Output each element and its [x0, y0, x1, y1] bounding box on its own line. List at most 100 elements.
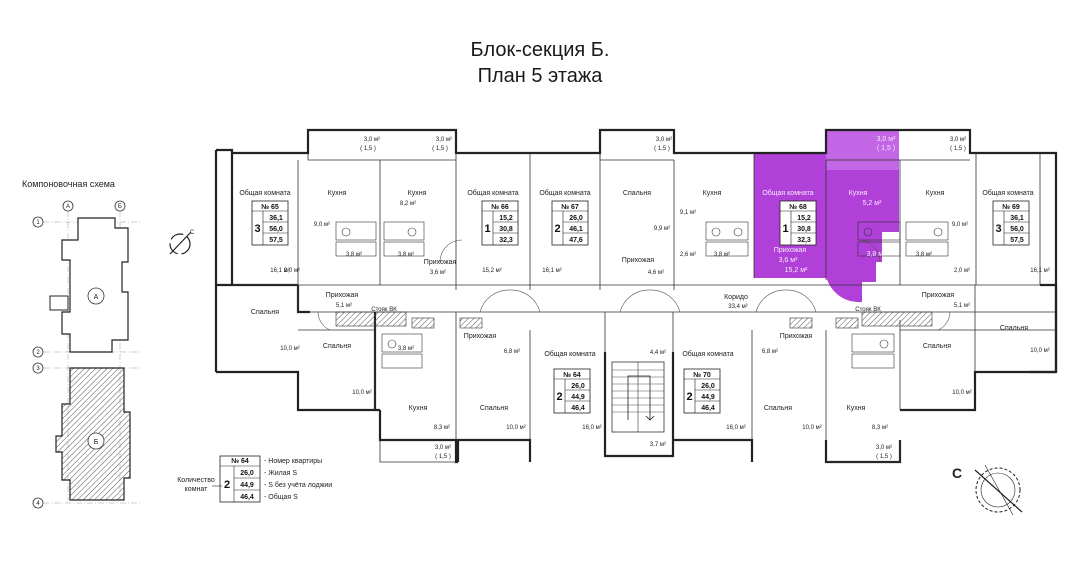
scheme-axis-1: 1: [36, 220, 40, 226]
apartment-living-area: 26,0: [701, 383, 715, 390]
balcony-coef: ( 1,5 ): [950, 146, 966, 152]
small-area: 3,8 м²: [867, 251, 886, 258]
small-area: 4,4 м²: [650, 350, 666, 356]
room-area: 10,0 м²: [352, 390, 371, 396]
room-name: Общая комната: [544, 350, 595, 358]
apartment-total-area: 32,3: [797, 237, 811, 244]
compass-large-icon: С: [952, 464, 1023, 516]
hall-labels: Прихожая Прихожая Прихожая Прихожая Прих…: [326, 247, 955, 340]
room-area: 8,3 м²: [434, 425, 450, 431]
scheme-axis-a: А: [66, 204, 70, 210]
legend-no-desc: - Номер квартиры: [264, 458, 322, 465]
riser-label: Стояк ВК: [371, 307, 397, 313]
room-area: 16,1 м²: [542, 268, 561, 274]
balcony-area: 3,0 м²: [950, 137, 966, 143]
room-name: Спальня: [764, 405, 792, 412]
apartment-area-no-loggia: 30,8: [797, 226, 811, 233]
balcony-coef: ( 1,5 ): [654, 146, 670, 152]
room-name: Спальня: [480, 405, 508, 412]
balcony-area: 3,0 м²: [364, 137, 380, 143]
apartment-room-count: 3: [254, 223, 260, 235]
apartment-total-area: 57,5: [269, 237, 283, 244]
scheme-axis-3: 3: [36, 366, 40, 372]
apartment-area-no-loggia: 44,9: [701, 394, 715, 401]
small-area: 3,8 м²: [346, 252, 362, 258]
small-area: 2,0 м²: [284, 268, 300, 274]
apartment-room-count: 2: [554, 223, 560, 235]
apartment-living-area: 15,2: [499, 215, 513, 222]
apartment-area-no-loggia: 56,0: [1010, 226, 1024, 233]
small-area: 3,8 м²: [398, 346, 414, 352]
room-area: 8,3 м²: [872, 425, 888, 431]
room-area: 16,0 м²: [582, 425, 601, 431]
small-area: 5,1 м²: [336, 303, 352, 309]
room-name: Кухня: [409, 405, 428, 412]
apartment-room-count: 1: [782, 223, 788, 235]
room-area: 16,0 м²: [726, 425, 745, 431]
scheme-section-a: А: [94, 294, 99, 301]
apartment-number: № 69: [1002, 203, 1020, 211]
apartment-number: № 70: [693, 371, 711, 379]
room-area: 10,0 м²: [1030, 348, 1049, 354]
small-area: 6,8 м²: [762, 349, 778, 355]
apartment-total-area: 57,5: [1010, 237, 1024, 244]
small-area: 3,6 м²: [430, 270, 446, 276]
hall-label: Прихожая: [774, 247, 807, 254]
apartment-total-area: 47,6: [569, 237, 583, 244]
apartment-area-no-loggia: 30,8: [499, 226, 513, 233]
room-area: 9,0 м²: [314, 222, 330, 228]
apartment-room-count: 2: [686, 391, 692, 403]
apartment-area-no-loggia: 56,0: [269, 226, 283, 233]
bathroom-fixtures: [335, 221, 949, 369]
apartment-68-highlight[interactable]: [754, 130, 899, 303]
riser-label: Стояк ВК: [855, 307, 881, 313]
apartment-living-area: 36,1: [269, 215, 283, 222]
room-name: Общая комната: [982, 189, 1033, 197]
scheme-axis-b: Б: [118, 204, 122, 210]
legend-living-desc: - Жилая S: [264, 470, 297, 477]
hall-label: Прихожая: [464, 333, 497, 340]
corridor-area: 33,4 м²: [728, 304, 747, 310]
balcony-area: 3,0 м²: [436, 137, 452, 143]
apartment-number: № 67: [561, 203, 579, 211]
legend-rooms-title-2: комнат: [185, 486, 208, 493]
balcony-area: 3,0 м²: [877, 136, 896, 143]
room-name: Кухня: [408, 190, 427, 197]
scheme-section-b: Б: [94, 439, 99, 446]
room-name: Спальня: [1000, 325, 1028, 332]
scheme-axis-2: 2: [36, 350, 40, 356]
room-name: Спальня: [323, 343, 351, 350]
room-name: Кухня: [328, 190, 347, 197]
room-area: 15,2 м²: [482, 268, 501, 274]
legend-no: № 64: [231, 457, 249, 465]
small-area: 2,6 м²: [680, 252, 696, 258]
small-area: 3,7 м²: [650, 442, 666, 448]
room-name: Кухня: [926, 190, 945, 197]
small-area: 2,0 м²: [954, 268, 970, 274]
room-area: 10,0 м²: [802, 425, 821, 431]
balcony-area: 3,0 м²: [876, 445, 892, 451]
room-area: 15,2 м²: [785, 267, 808, 274]
apartment-living-area: 26,0: [569, 215, 583, 222]
compass-large-letter: С: [952, 465, 962, 481]
small-area: 3,8 м²: [916, 252, 932, 258]
balcony-coef: ( 1,5 ): [432, 146, 448, 152]
corridor-label: Коридо: [724, 294, 748, 301]
legend-rooms-title-1: Количество: [177, 477, 215, 484]
room-name: Спальня: [923, 343, 951, 350]
balcony-coef: ( 1,5 ): [435, 454, 451, 460]
legend-no-loggia-desc: - S без учёта лоджии: [264, 481, 332, 489]
hall-label: Прихожая: [326, 292, 359, 299]
room-area: 5,2 м²: [863, 200, 882, 207]
apartment-room-count: 1: [484, 223, 490, 235]
room-name: Общая комната: [539, 189, 590, 197]
